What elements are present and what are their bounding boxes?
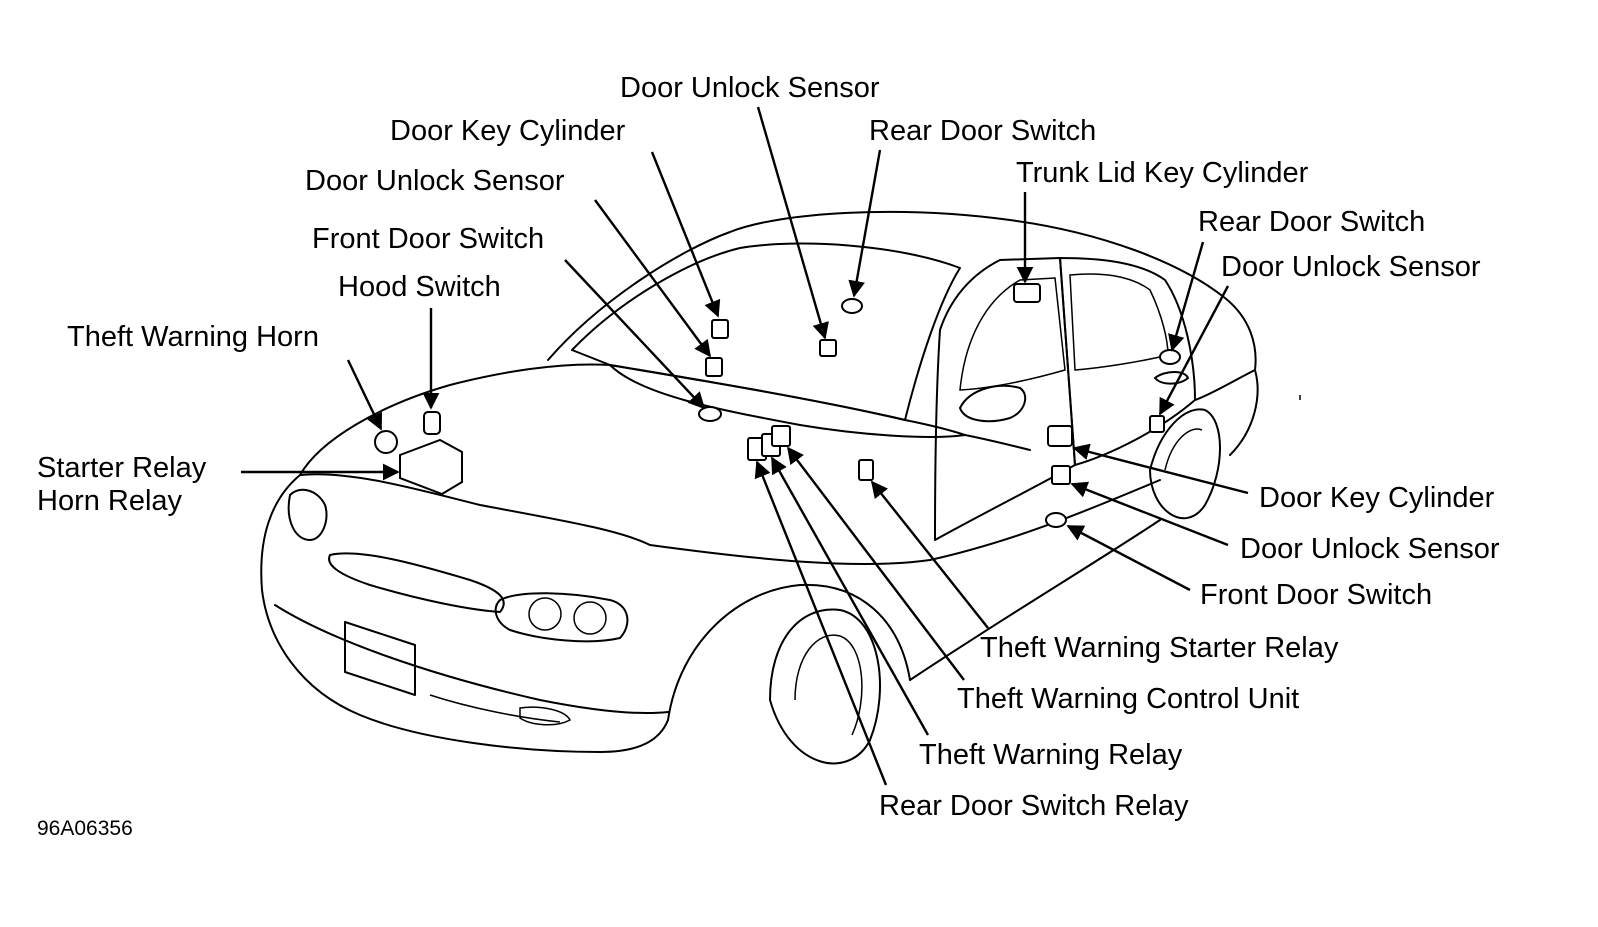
label-hood-switch: Hood Switch	[338, 271, 501, 303]
fog-light	[519, 706, 571, 726]
rear-door-handle	[1154, 371, 1189, 385]
side-crease	[649, 434, 1161, 566]
label-rear-door-switch-right: Rear Door Switch	[1198, 206, 1425, 238]
front-window	[959, 277, 1066, 391]
door-key-cylinder-top-component	[711, 319, 729, 339]
label-door-unlock-sensor-lower: Door Unlock Sensor	[1240, 533, 1500, 565]
leader-rear-door-switch-top	[848, 149, 882, 298]
leader-door-key-cylinder-right	[1072, 443, 1249, 495]
door-unlock-sensor-right-component	[1149, 415, 1165, 433]
hood-front-edge	[299, 473, 651, 546]
label-theft-warning-relay: Theft Warning Relay	[919, 739, 1183, 771]
leader-door-key-cylinder-top	[650, 151, 721, 318]
rear-wheel	[1149, 408, 1221, 520]
front-wheel-inner	[794, 634, 863, 736]
label-theft-warning-control-unit: Theft Warning Control Unit	[957, 683, 1299, 715]
theft-warning-starter-relay-component	[858, 459, 874, 481]
rear-door-switch-top-component	[841, 298, 863, 314]
leader-theft-warning-starter-relay	[870, 480, 989, 629]
label-door-unlock-sensor-top: Door Unlock Sensor	[620, 72, 880, 104]
door-key-cylinder-right-component	[1047, 425, 1073, 447]
label-rear-door-switch-relay: Rear Door Switch Relay	[879, 790, 1189, 822]
front-fascia	[260, 474, 669, 753]
components	[374, 283, 1181, 528]
figure-code: 96A06356	[37, 817, 133, 840]
rear-door	[1059, 257, 1196, 466]
label-theft-warning-starter-relay: Theft Warning Starter Relay	[980, 632, 1339, 664]
leader-theft-warning-control-unit	[786, 446, 965, 681]
leader-door-unlock-sensor-left	[594, 199, 711, 358]
grille	[328, 552, 505, 613]
leader-theft-warning-relay	[770, 456, 930, 736]
roof-line	[547, 210, 1257, 371]
rear-wheel-inner	[1164, 428, 1203, 471]
theft-warning-control-unit-component	[771, 425, 791, 447]
rear-door-switch-right-component	[1159, 349, 1181, 365]
door-unlock-sensor-left-component	[705, 357, 723, 377]
front-door-switch-top-component	[698, 406, 722, 422]
headlight-right	[494, 592, 629, 643]
leader-theft-warning-horn	[346, 359, 383, 431]
leader-rear-door-switch-right	[1168, 241, 1205, 352]
label-door-key-cylinder-right: Door Key Cylinder	[1259, 482, 1495, 514]
front-wheel	[769, 608, 881, 765]
license-plate	[344, 621, 416, 696]
headlight-lamp-1	[528, 597, 562, 631]
front-wheel-arch	[667, 583, 911, 721]
windshield	[571, 242, 961, 421]
label-door-unlock-sensor-right: Door Unlock Sensor	[1221, 251, 1481, 283]
front-door	[934, 257, 1076, 541]
lower-intake	[429, 694, 561, 723]
label-rear-door-switch-top: Rear Door Switch	[869, 115, 1096, 147]
leader-door-unlock-sensor-top	[756, 106, 829, 340]
leader-front-door-switch-top	[564, 259, 706, 410]
leader-front-door-switch-right	[1066, 524, 1191, 592]
callout-labels: Door Unlock Sensor Door Key Cylinder Rea…	[37, 72, 1500, 840]
headlight-lamp-2	[573, 601, 607, 635]
door-unlock-sensor-lower-component	[1051, 465, 1071, 485]
label-trunk-lid-key-cylinder: Trunk Lid Key Cylinder	[1016, 157, 1309, 189]
car-outline	[260, 210, 1301, 765]
label-horn-relay: Horn Relay	[37, 485, 183, 517]
leader-rear-door-switch-relay	[754, 460, 888, 786]
door-unlock-sensor-top-component	[819, 339, 837, 357]
leader-lines	[241, 106, 1249, 786]
rear-quarter	[1194, 369, 1259, 456]
headlight-left	[287, 488, 328, 541]
leader-door-unlock-sensor-lower	[1070, 481, 1229, 547]
label-theft-warning-horn: Theft Warning Horn	[67, 321, 319, 353]
leader-door-unlock-sensor-right	[1158, 285, 1230, 416]
hood-switch-component	[423, 411, 441, 435]
label-front-door-switch-right: Front Door Switch	[1200, 579, 1432, 611]
cowl-line	[609, 364, 966, 438]
trunk-lid-key-cylinder-component	[1013, 283, 1041, 303]
bumper-lower	[274, 604, 669, 715]
label-front-door-switch-top: Front Door Switch	[312, 223, 544, 255]
front-door-switch-right-component	[1045, 512, 1067, 528]
label-starter-relay: Starter Relay	[37, 452, 207, 484]
theft-warning-horn-component	[374, 430, 398, 454]
label-door-unlock-sensor-left: Door Unlock Sensor	[305, 165, 565, 197]
starter-horn-relay-component	[399, 438, 463, 496]
rear-window	[1069, 273, 1169, 371]
side-mirror	[959, 384, 1027, 423]
label-door-key-cylinder-top: Door Key Cylinder	[390, 115, 626, 147]
